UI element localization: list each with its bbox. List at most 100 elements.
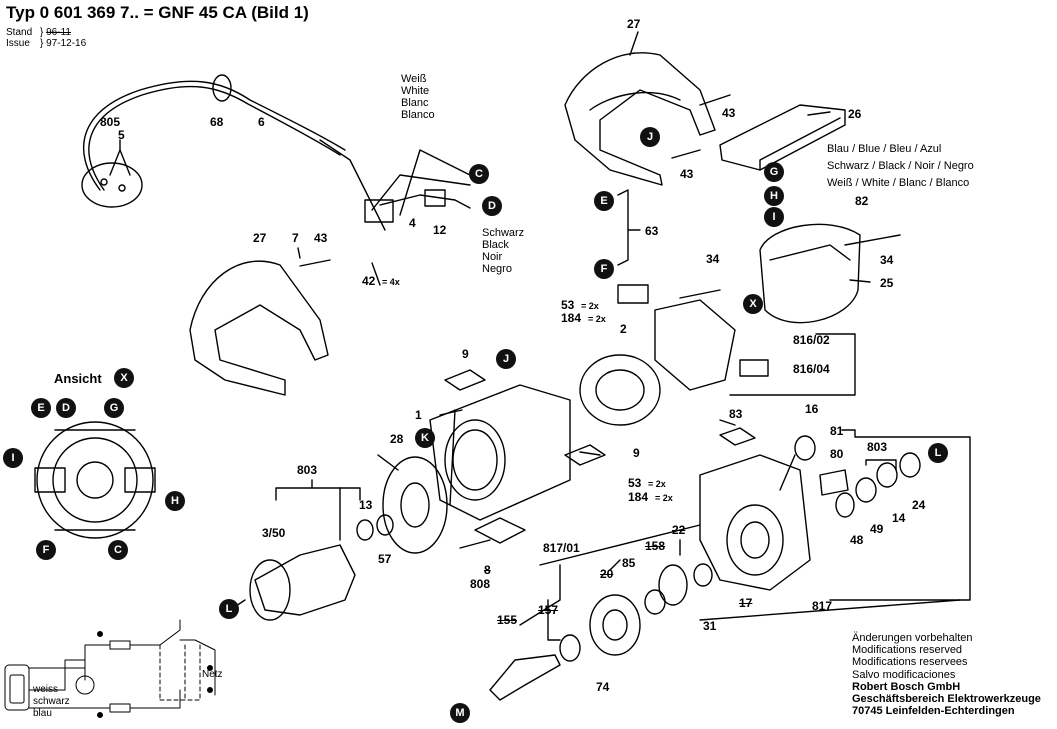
- part-note: = 4x: [382, 277, 400, 287]
- part-label: 43: [722, 106, 736, 120]
- footer: Änderungen vorbehalten Modifications res…: [852, 632, 1041, 717]
- part-label-discontinued: 157: [538, 603, 559, 617]
- part-label: 816/04: [793, 362, 830, 376]
- part-label: 81: [830, 424, 844, 438]
- part-label: 53: [561, 298, 575, 312]
- part-label: 16: [805, 402, 819, 416]
- wire-label-white-group: Weiß White Blanc Blanco: [401, 73, 435, 121]
- schematic-label-schwarz: schwarz: [33, 696, 70, 707]
- diagram-title: Typ 0 601 369 7.. = GNF 45 CA (Bild 1): [6, 3, 309, 22]
- part-label-discontinued: 22: [672, 523, 686, 537]
- part-label: 49: [870, 522, 884, 536]
- company-address: 70745 Leinfelden-Echterdingen: [852, 705, 1015, 718]
- schematic-label-blau: blau: [33, 708, 52, 719]
- switch: [364, 199, 394, 223]
- field-coil: [579, 354, 661, 426]
- wire-label-black: Schwarz / Black / Noir / Negro: [827, 160, 974, 172]
- part-label: 25: [880, 276, 894, 290]
- part-label: 28: [390, 432, 404, 446]
- part-label: 803: [297, 463, 318, 477]
- part-label: 7: [292, 231, 299, 245]
- part-label: 4: [409, 216, 416, 230]
- old-issue-date: 96-11: [46, 27, 71, 38]
- callout-marker: H: [165, 491, 185, 511]
- handle-top: [564, 52, 716, 186]
- wire-label-white: Weiß / White / Blanc / Blanco: [827, 177, 970, 189]
- stand-label: Stand: [6, 27, 33, 38]
- callout-marker: I: [3, 448, 23, 468]
- part-label: 808: [470, 577, 491, 591]
- spindle: [489, 654, 561, 701]
- footer-line: Modifications reservees: [852, 656, 968, 669]
- callout-marker: D: [56, 398, 76, 418]
- issue-date: 97-12-16: [46, 38, 87, 49]
- part-label: 82: [855, 194, 869, 208]
- callout-marker: G: [764, 162, 784, 182]
- part-label: 12: [433, 223, 447, 237]
- callout-marker: X: [743, 294, 763, 314]
- part-note: = 2x: [581, 301, 599, 311]
- callout-marker: M: [450, 703, 470, 723]
- spring-clip: [617, 189, 629, 266]
- callout-marker: F: [36, 540, 56, 560]
- callout-marker: H: [764, 186, 784, 206]
- part-label: 80: [830, 447, 844, 461]
- part-label: 27: [253, 231, 267, 245]
- schematic-label-netz: Netz: [202, 669, 223, 680]
- part-note: = 2x: [648, 479, 666, 489]
- part-label: 43: [680, 167, 694, 181]
- part-label: 9: [462, 347, 469, 361]
- part-label: 803: [867, 440, 888, 454]
- part-label: 57: [378, 552, 392, 566]
- part-label: 68: [210, 115, 224, 129]
- part-label-discontinued: 155: [497, 613, 518, 627]
- callout-marker: J: [496, 349, 516, 369]
- part-label: 42: [362, 274, 376, 288]
- callout-marker: L: [219, 599, 239, 619]
- company-division: Geschäftsbereich Elektrowerkzeuge: [852, 693, 1041, 706]
- callout-marker: X: [114, 368, 134, 388]
- part-label: 2: [620, 322, 627, 336]
- wire-label-blue: Blau / Blue / Bleu / Azul: [827, 143, 942, 155]
- gear-housing: [699, 454, 811, 591]
- handle-side: [189, 260, 329, 396]
- callout-marker: C: [469, 164, 489, 184]
- part-label: 805: [100, 115, 121, 129]
- motor-housing: [429, 384, 571, 521]
- ansicht-view: [36, 421, 154, 539]
- part-label: 184: [628, 490, 649, 504]
- part-note: = 2x: [588, 314, 606, 324]
- fan-baffle: [382, 456, 448, 554]
- footer-line: Änderungen vorbehalten: [852, 632, 973, 644]
- part-label: 13: [359, 498, 373, 512]
- part-label: 24: [912, 498, 926, 512]
- company-name: Robert Bosch GmbH: [852, 680, 961, 693]
- part-label: 74: [596, 680, 610, 694]
- part-label: 1: [415, 408, 422, 422]
- part-label: 9: [633, 446, 640, 460]
- bearing-flange: [589, 594, 641, 656]
- callout-marker: E: [594, 191, 614, 211]
- part-label: 34: [880, 253, 894, 267]
- part-label: 184: [561, 311, 582, 325]
- part-label: 85: [622, 556, 636, 570]
- footer-line: Salvo modificaciones: [852, 668, 956, 681]
- brush-housing: [759, 223, 861, 324]
- plug: [81, 162, 143, 208]
- callout-marker: G: [104, 398, 124, 418]
- part-label: 27: [627, 17, 641, 31]
- part-label: 31: [703, 619, 717, 633]
- callout-marker: C: [108, 540, 128, 560]
- part-note: = 2x: [655, 493, 673, 503]
- callout-marker: I: [764, 207, 784, 227]
- power-cord: [83, 80, 346, 191]
- callout-marker: D: [482, 196, 502, 216]
- part-label: 48: [850, 533, 864, 547]
- part-label: 6: [258, 115, 265, 129]
- part-label: 817: [812, 599, 833, 613]
- wiring-schematic: [4, 619, 216, 718]
- issue-label: Issue: [6, 38, 30, 49]
- part-label: 26: [848, 107, 862, 121]
- callout-marker: F: [594, 259, 614, 279]
